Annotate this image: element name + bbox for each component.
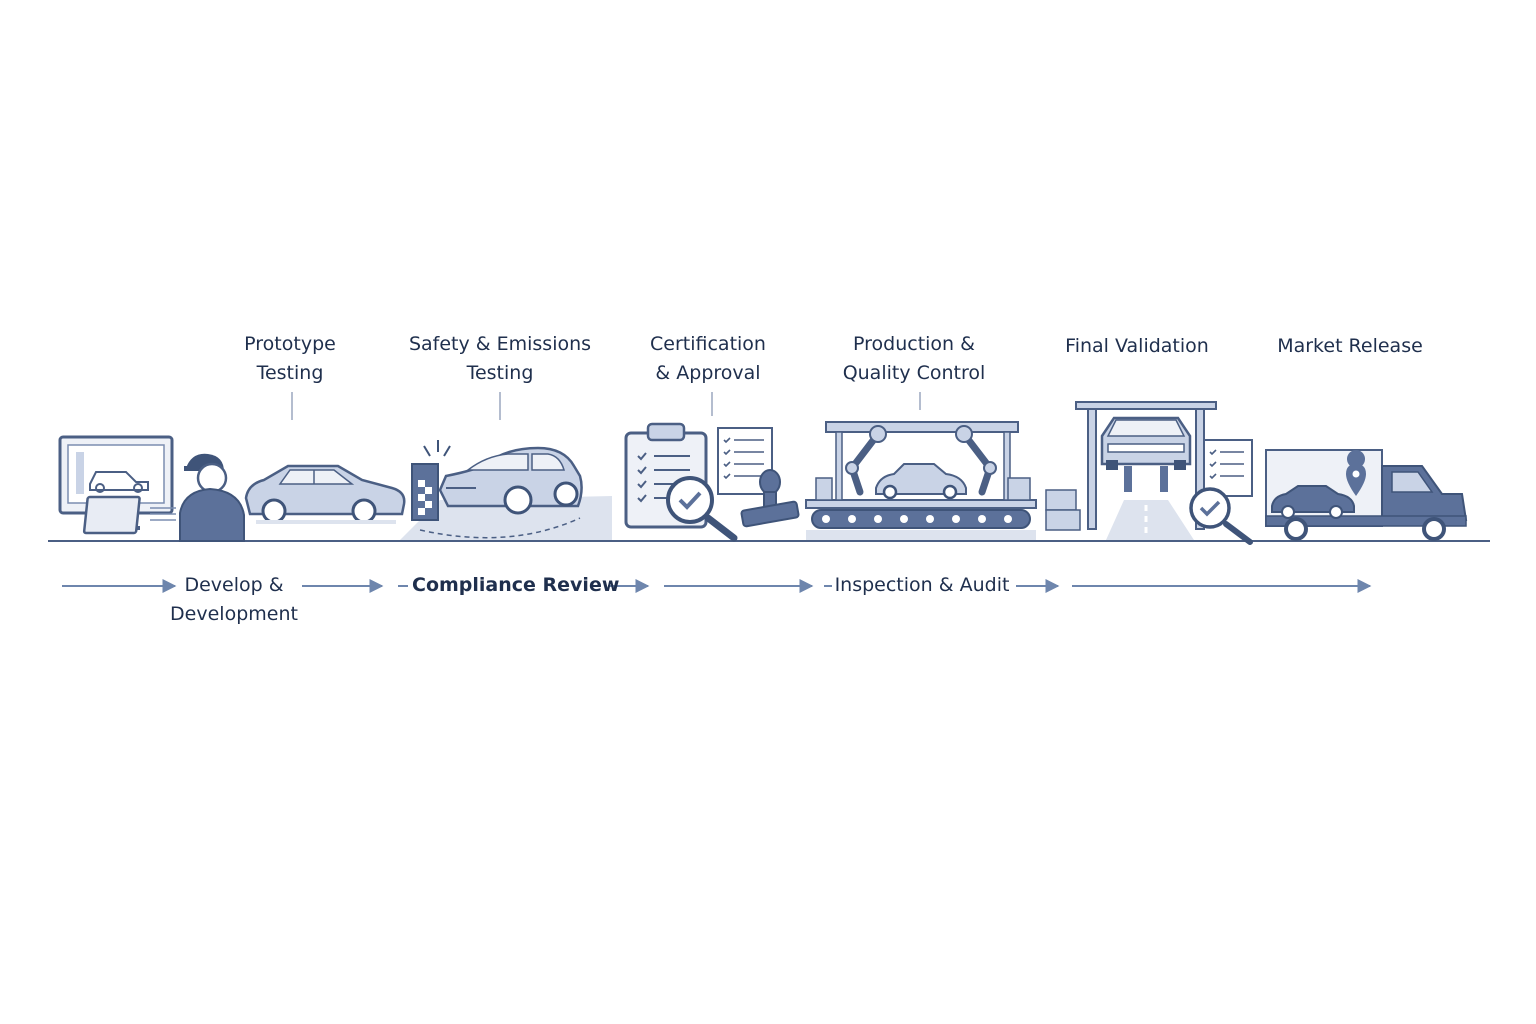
stage-label-line: Certification [650, 333, 766, 355]
magnifier-check-icon [666, 476, 738, 542]
stage-label-certification: Certification & Approval [626, 330, 790, 388]
stage-label-line: Safety & Emissions [408, 333, 592, 355]
stage-label-line: Prototype [244, 333, 336, 355]
stage-label-line: Testing [466, 362, 534, 384]
stage-label-line: Market Release [1277, 335, 1423, 357]
flow-label-line: Inspection & Audit [834, 574, 1010, 596]
stamp-icon [740, 469, 800, 528]
stage-label-production: Production & Quality Control [828, 330, 1000, 388]
stage-label-prototype: Prototype Testing [210, 330, 370, 388]
flow-label-line: Development [170, 603, 298, 625]
crash-test-icon [400, 440, 612, 540]
stage-label-final: Final Validation [1052, 332, 1222, 361]
magnifier-check-icon-2 [1189, 487, 1253, 545]
leader-lines [291, 392, 921, 420]
stage-label-line: Testing [256, 362, 324, 384]
flow-label-inspection: Inspection & Audit [834, 571, 1010, 600]
stage-label-line: Quality Control [842, 362, 986, 384]
vehicle-lift-icon [1045, 401, 1217, 540]
flow-label-line: Develop & [184, 574, 284, 596]
delivery-truck-icon [1265, 449, 1468, 541]
flow-label-line: Compliance Review [412, 574, 620, 596]
flow-label-compliance: Compliance Review [412, 571, 619, 600]
stage-label-market: Market Release [1266, 332, 1434, 361]
checklist-doc-icon [1203, 439, 1253, 497]
stage-label-safety: Safety & Emissions Testing [400, 330, 600, 388]
stage-label-line: Production & [853, 333, 975, 355]
assembly-line-icon [805, 421, 1037, 540]
stage-label-line: Final Validation [1065, 335, 1209, 357]
engineer-figure [82, 453, 245, 542]
stage-label-line: & Approval [655, 362, 761, 384]
flow-label-develop: Develop & Development [168, 571, 300, 629]
prototype-car-icon [244, 464, 406, 524]
computer-monitor-icon [58, 435, 174, 530]
